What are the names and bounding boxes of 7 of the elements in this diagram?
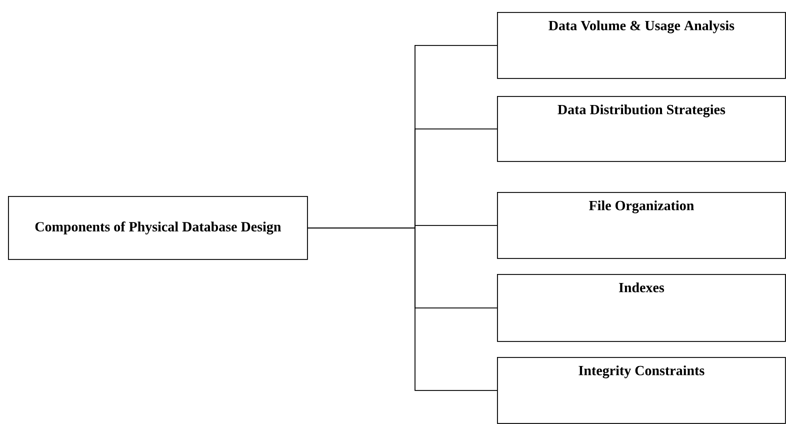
connector-line: [307, 228, 498, 391]
category-box: Data Distribution Strategies: [497, 96, 786, 162]
category-box: Integrity Constraints: [497, 357, 786, 424]
topic-box: Components of Physical Database Design: [8, 196, 308, 260]
category-box: Indexes: [497, 274, 786, 342]
category-box: File Organization: [497, 192, 786, 259]
category-box: Data Volume & Usage Analysis: [497, 12, 786, 79]
